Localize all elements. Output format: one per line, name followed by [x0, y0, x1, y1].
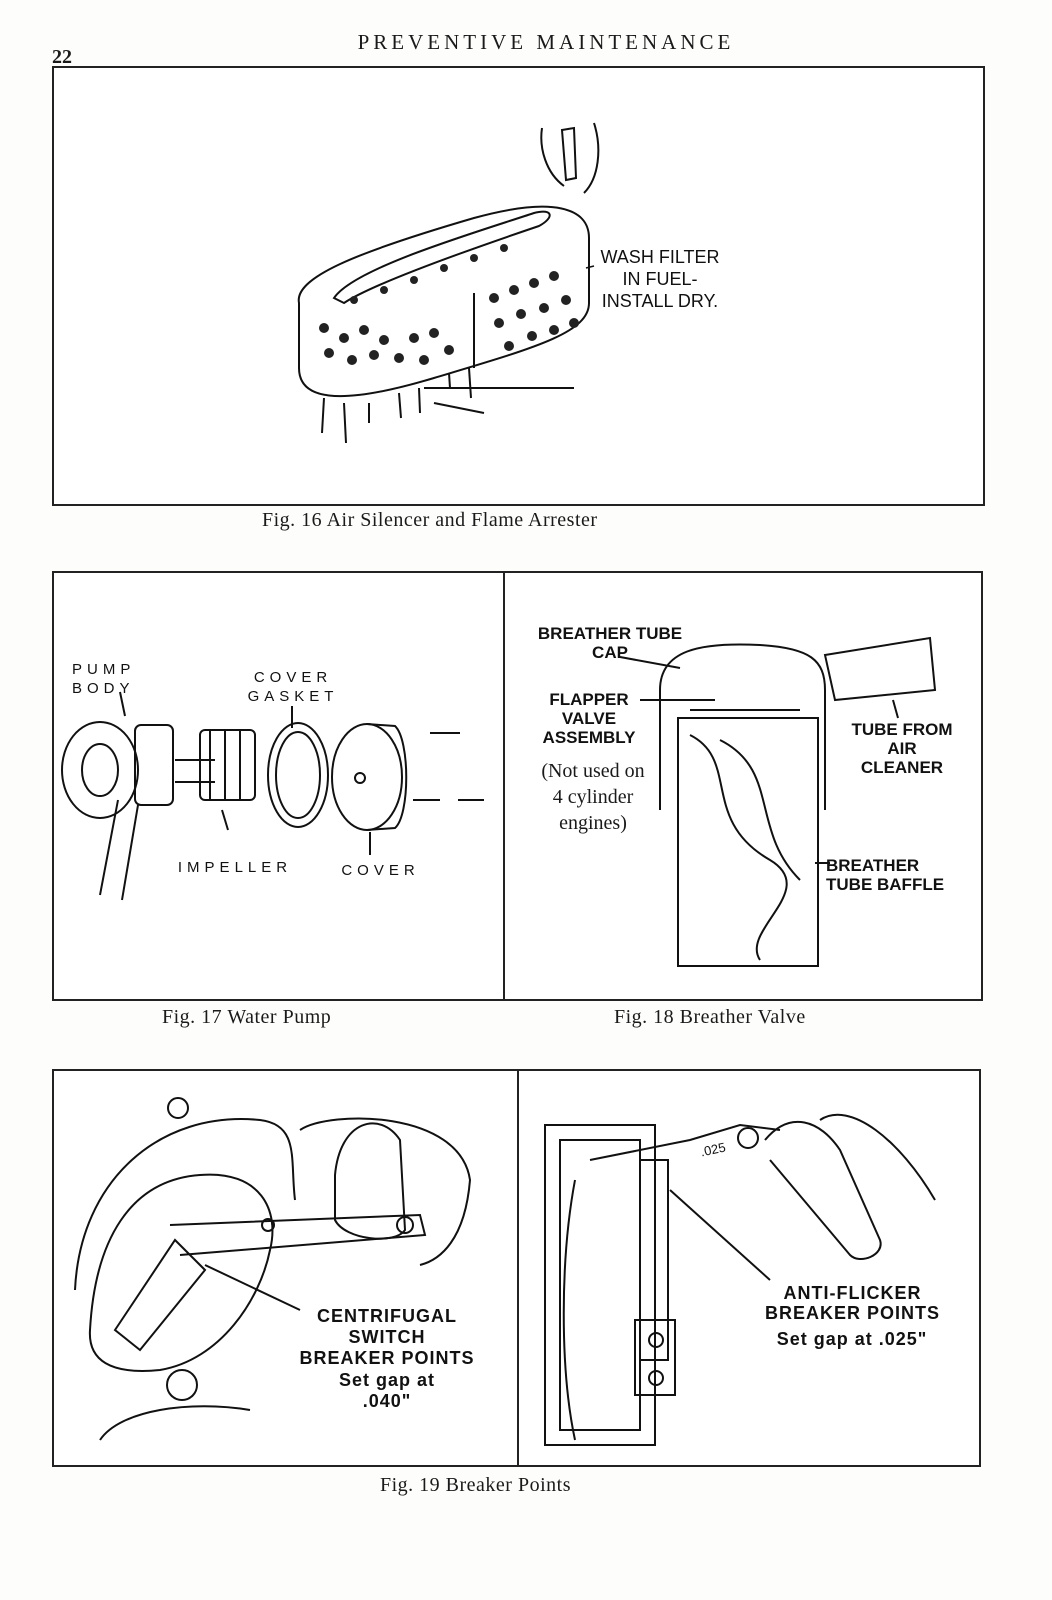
label-anti-flicker-gap: Set gap at .025"	[776, 1329, 928, 1349]
label-not-used-note: (Not used on 4 cylinder engines)	[541, 760, 645, 834]
fig16-caption: Fig. 16 Air Silencer and Flame Arrester	[262, 509, 598, 531]
fig17-caption: Fig. 17 Water Pump	[162, 1006, 332, 1028]
label-impeller: IMPELLER	[177, 859, 293, 876]
fig17-18-divider	[503, 571, 505, 1001]
fig19-caption: Fig. 19 Breaker Points	[380, 1474, 571, 1496]
label-anti-flicker: ANTI-FLICKER BREAKER POINTS	[764, 1283, 940, 1323]
page-number: 22	[52, 46, 72, 68]
label-cover-gasket: COVER GASKET	[247, 669, 339, 705]
label-centrifugal-switch: CENTRIFUGAL SWITCH BREAKER POINTS	[299, 1306, 475, 1368]
fig19-divider	[517, 1069, 519, 1467]
label-pump-body: PUMP BODY	[72, 661, 136, 697]
label-centrifugal-gap: Set gap at .040"	[338, 1370, 436, 1411]
fig16-label: WASH FILTER IN FUEL- INSTALL DRY.	[600, 247, 720, 311]
fig18-caption: Fig. 18 Breather Valve	[614, 1006, 806, 1028]
label-cover: COVER	[341, 862, 420, 879]
label-tube-from-air-cleaner: TUBE FROM AIR CLEANER	[851, 720, 953, 777]
fig16-frame: WASH FILTER IN FUEL- INSTALL DRY.	[52, 66, 985, 506]
page-header: PREVENTIVE MAINTENANCE	[357, 30, 735, 54]
label-flapper-valve: FLAPPER VALVE ASSEMBLY	[542, 690, 636, 747]
label-breather-baffle: BREATHER TUBE BAFFLE	[826, 856, 945, 894]
air-filter-illustration	[297, 122, 600, 444]
label-breather-cap: BREATHER TUBE CAP	[537, 624, 683, 662]
